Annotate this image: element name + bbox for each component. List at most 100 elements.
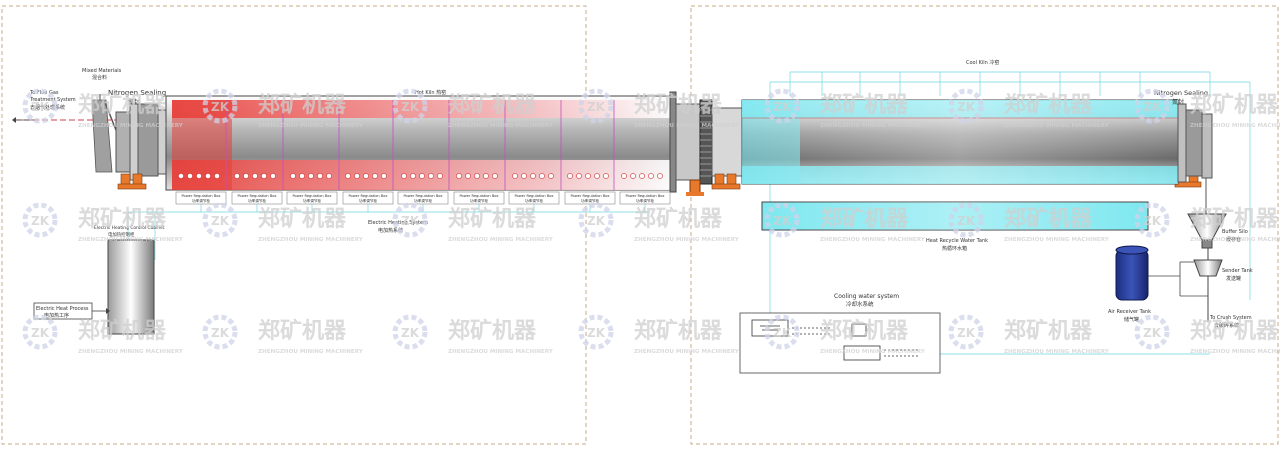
watermark-logo: ZK — [1143, 214, 1162, 228]
heater-elements — [178, 173, 663, 179]
watermark-text: 郑矿机器 — [1190, 92, 1279, 118]
watermark-sub: ZHENGZHOU MINING MACHINERY — [78, 237, 184, 243]
power-box-label-cn-5: 功率调节柜 — [414, 198, 432, 203]
watermark-text: 郑矿机器 — [820, 318, 909, 344]
watermark-text: 郑矿机器 — [448, 318, 537, 344]
power-box-label-9: Power Regulation Box — [625, 194, 665, 198]
watermark-sub: ZHENGZHOU MINING MACHINERY — [820, 237, 926, 243]
right-frame — [690, 5, 1279, 445]
electric-heating-system-label: Electric Heating System — [368, 220, 428, 226]
nitrogen-sealing-right-label-cn: 氮封 — [1172, 98, 1184, 106]
watermark-sub: ZHENGZHOU MINING MACHINERY — [78, 123, 184, 129]
control-cabinet-label: Electric Heating Control Cabinet — [94, 225, 165, 231]
buffer-silo — [1187, 213, 1227, 249]
air-receiver-label: Air Receiver Tank — [1108, 309, 1151, 315]
heat-recycle-tank-label: Heat Recycle Water Tank — [926, 238, 988, 244]
power-box-label-1: Power Regulation Box — [181, 194, 221, 198]
watermark-text: 郑矿机器 — [1004, 318, 1093, 344]
support-rollers — [117, 171, 1202, 190]
watermark-logo: ZK — [587, 326, 606, 340]
power-box-label-2: Power Regulation Box — [237, 194, 277, 198]
power-box-label-cn-2: 功率调节柜 — [248, 198, 266, 203]
watermark-logo: ZK — [957, 100, 976, 114]
watermark-logo: ZK — [211, 326, 230, 340]
control-wiring — [127, 204, 650, 260]
power-box-label-6: Power Regulation Box — [459, 194, 499, 198]
sender-tank — [1193, 248, 1223, 316]
air-receiver-tank — [1115, 245, 1208, 301]
to-crush-label: To Crush System — [1209, 315, 1252, 321]
power-box-label-cn-4: 功率调节柜 — [359, 198, 377, 203]
watermark-text: 郑矿机器 — [1004, 206, 1093, 232]
watermark-logo: ZK — [31, 214, 50, 228]
watermark-sub: ZHENGZHOU MINING MACHINERY — [1190, 237, 1280, 243]
watermark-sub: ZHENGZHOU MINING MACHINERY — [1004, 349, 1110, 355]
watermark-text: 郑矿机器 — [820, 92, 909, 118]
watermark-text: 郑矿机器 — [1004, 92, 1093, 118]
power-box-label-5: Power Regulation Box — [403, 194, 443, 198]
cooling-water-system-label: Cooling water system — [834, 293, 899, 300]
watermark-text: 郑矿机器 — [634, 318, 723, 344]
watermark-logo: ZK — [211, 214, 230, 228]
electric-heating-control-cabinet — [107, 239, 155, 335]
buffer-silo-label: Buffer Silo — [1222, 229, 1248, 235]
watermark-sub: ZHENGZHOU MINING MACHINERY — [1004, 123, 1110, 129]
watermark-logo: ZK — [401, 214, 420, 228]
watermark-sub: ZHENGZHOU MINING MACHINERY — [1190, 123, 1280, 129]
nitrogen-sealing-left-label: Nitrogen Sealing — [108, 89, 166, 97]
sender-tank-label: Sender Tank — [1222, 268, 1253, 274]
watermark-logo: ZK — [587, 214, 606, 228]
power-box-label-3: Power Regulation Box — [292, 194, 332, 198]
electric-heating-system-label-cn: 电加热系统 — [378, 227, 403, 234]
power-box-label-cn-7: 功率调节柜 — [525, 198, 543, 203]
watermark-text: 郑矿机器 — [634, 206, 723, 232]
power-box-label-8: Power Regulation Box — [570, 194, 610, 198]
watermark-logo: ZK — [31, 326, 50, 340]
watermark-text: 郑矿机器 — [1190, 206, 1279, 232]
watermark-text: 郑矿机器 — [820, 206, 909, 232]
watermark-sub: ZHENGZHOU MINING MACHINERY — [634, 237, 740, 243]
zone-dividers — [225, 100, 615, 190]
watermark-sub: ZHENGZHOU MINING MACHINERY — [448, 123, 554, 129]
control-cabinet-label-cn: 电加热控制柜 — [108, 231, 135, 238]
to-crush-label-cn: 去破碎系统 — [1214, 322, 1239, 329]
watermark-text: 郑矿机器 — [448, 92, 537, 118]
watermark-logo: ZK — [957, 326, 976, 340]
watermark-sub: ZHENGZHOU MINING MACHINERY — [820, 123, 926, 129]
watermark-logo: ZK — [401, 326, 420, 340]
watermark-text: 郑矿机器 — [258, 206, 347, 232]
watermark-sub: ZHENGZHOU MINING MACHINERY — [78, 349, 184, 355]
electric-heat-process-label-cn: 电加热工序 — [44, 312, 69, 319]
girth-gear — [699, 99, 713, 185]
watermarks: ZK 郑矿机器 ZHENGZHOU MINING MACHINERY ZK 郑矿… — [22, 88, 1280, 355]
watermark-logo: ZK — [211, 100, 230, 114]
watermark-sub: ZHENGZHOU MINING MACHINERY — [448, 237, 554, 243]
buffer-silo-label-cn: 缓存仓 — [1226, 236, 1241, 243]
watermark-text: 郑矿机器 — [1190, 318, 1279, 344]
power-box-label-cn-3: 功率调节柜 — [303, 198, 321, 203]
watermark-logo: ZK — [773, 326, 792, 340]
watermark-logo: ZK — [773, 100, 792, 114]
watermark-sub: ZHENGZHOU MINING MACHINERY — [448, 349, 554, 355]
nitrogen-sealing-right-label: Nitrogen Sealing — [1154, 89, 1208, 97]
electric-heat-process-label: Electric Heat Process — [36, 306, 89, 312]
watermark-sub: ZHENGZHOU MINING MACHINERY — [1190, 349, 1280, 355]
watermark-logo: ZK — [401, 100, 420, 114]
watermark-sub: ZHENGZHOU MINING MACHINERY — [258, 237, 364, 243]
watermark-logo: ZK — [1143, 326, 1162, 340]
watermark-logo: ZK — [1143, 100, 1162, 114]
power-box-label-cn-1: 功率调节柜 — [192, 198, 210, 203]
watermark-sub: ZHENGZHOU MINING MACHINERY — [820, 349, 926, 355]
watermark-text: 郑矿机器 — [78, 206, 167, 232]
flue-gas-label-cn: 去烟气处理系统 — [30, 104, 65, 111]
watermark-text: 郑矿机器 — [78, 318, 167, 344]
watermark-sub: ZHENGZHOU MINING MACHINERY — [1004, 237, 1110, 243]
power-box-label-cn-6: 功率调节柜 — [470, 198, 488, 203]
hot-kiln-label: Hot Kiln 热窑 — [415, 89, 446, 96]
mixed-materials-label-cn: 混合料 — [92, 74, 107, 81]
power-box-label-cn-8: 功率调节柜 — [581, 198, 599, 203]
cool-kiln-label: Cool Kiln 冷窑 — [966, 59, 999, 66]
watermark-text: 郑矿机器 — [258, 318, 347, 344]
air-receiver-label-cn: 储气罐 — [1124, 316, 1139, 323]
